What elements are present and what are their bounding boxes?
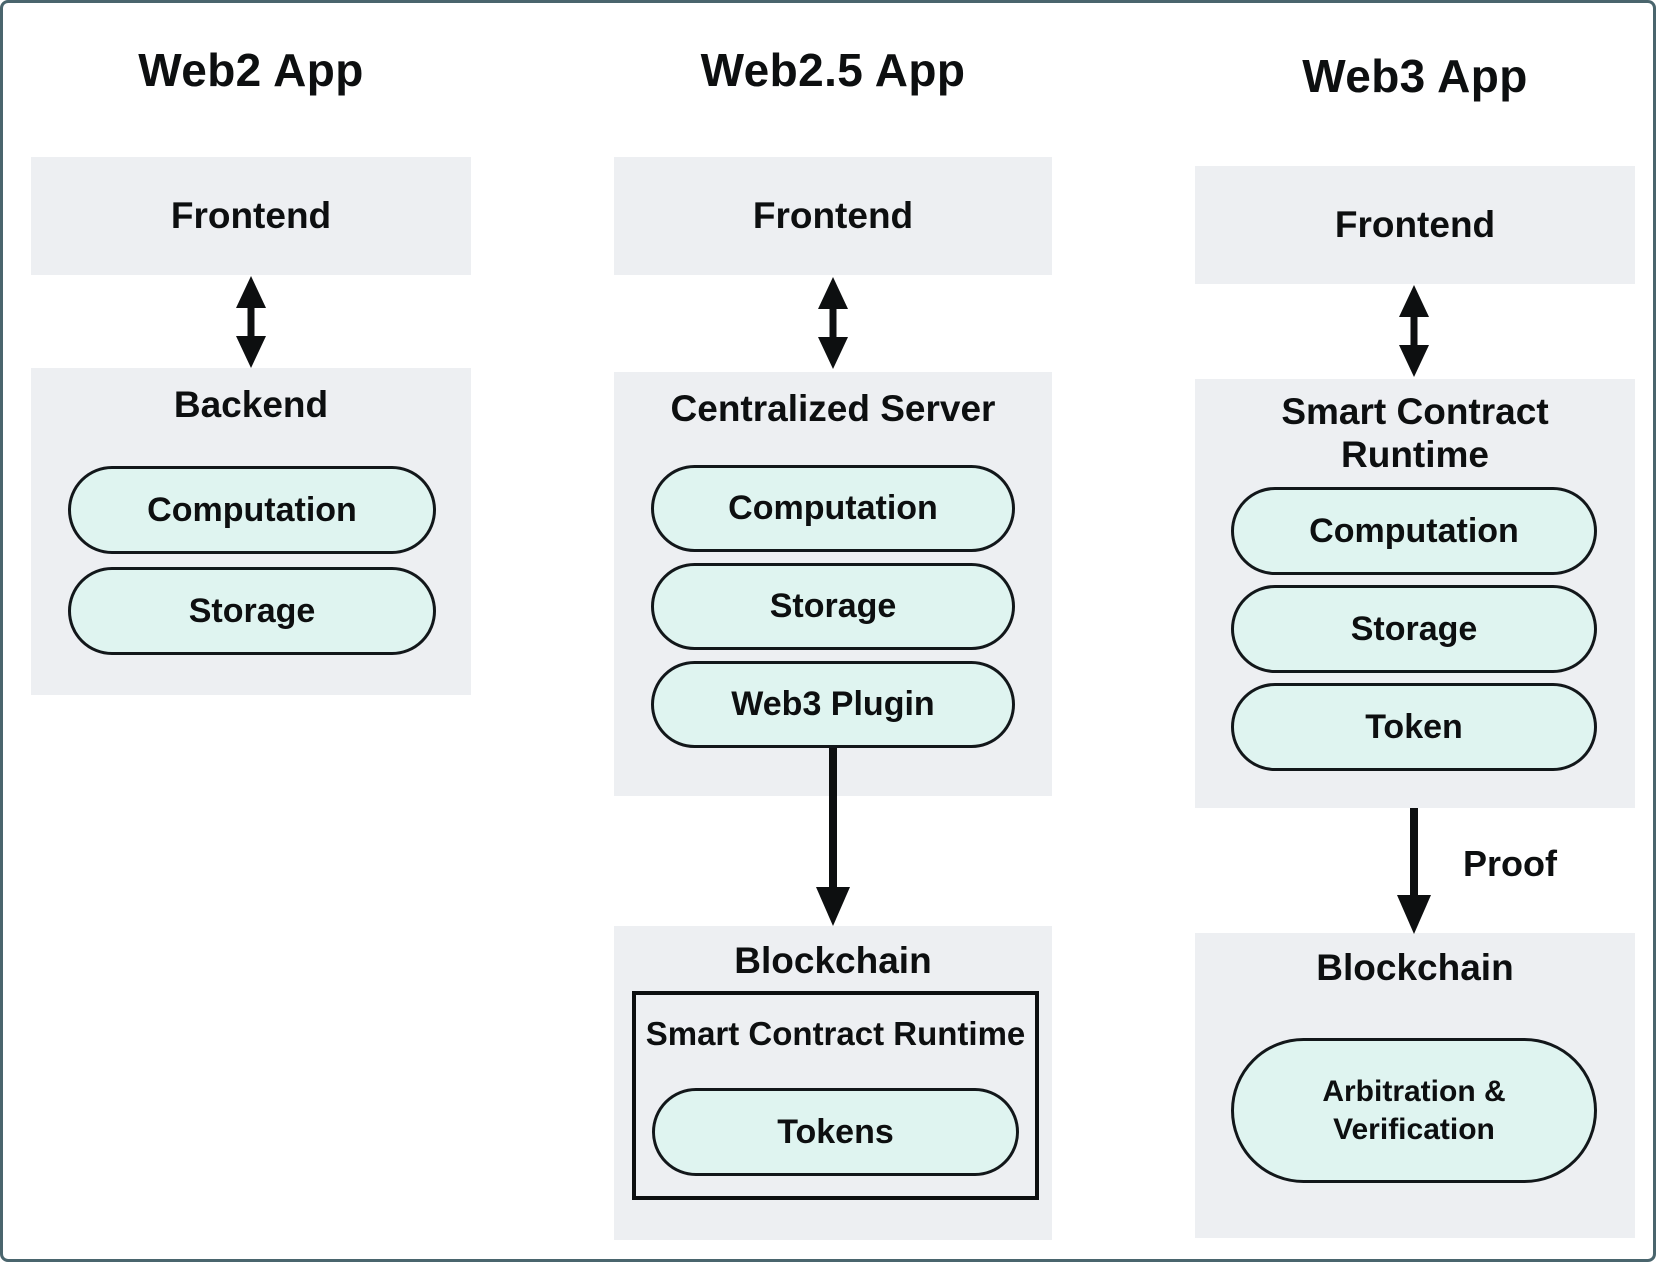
- web2-frontend-box: Frontend: [31, 157, 471, 275]
- web3-token-pill: Token: [1231, 683, 1597, 771]
- web25-down-arrow-icon: [816, 748, 850, 926]
- web25-centralized-server-title: Centralized Server: [670, 388, 996, 429]
- web25-bidirectional-arrow-icon: [818, 277, 848, 369]
- web2-computation-pill: Computation: [68, 466, 436, 554]
- web3-smart-contract-runtime-box: Smart Contract Runtime Computation Stora…: [1195, 379, 1635, 808]
- web25-computation-pill: Computation: [651, 465, 1015, 552]
- web25-frontend-box: Frontend: [614, 157, 1052, 275]
- proof-label: Proof: [1463, 843, 1557, 884]
- web3-storage-pill: Storage: [1231, 585, 1597, 673]
- web3-frontend-label: Frontend: [1334, 204, 1496, 245]
- web25-blockchain-box: Blockchain Smart Contract Runtime Tokens: [614, 926, 1052, 1240]
- web3-blockchain-title: Blockchain: [1316, 947, 1514, 988]
- web2-frontend-label: Frontend: [170, 195, 332, 236]
- column-title-web2: Web2 App: [138, 44, 364, 96]
- web25-storage-pill: Storage: [651, 563, 1015, 650]
- web2-bidirectional-arrow-icon: [236, 276, 266, 368]
- web25-smart-contract-runtime-title: Smart Contract Runtime: [645, 1015, 1026, 1052]
- web3-bidirectional-arrow-icon: [1399, 285, 1429, 377]
- web3-frontend-box: Frontend: [1195, 166, 1635, 284]
- web25-frontend-label: Frontend: [752, 195, 914, 236]
- web25-tokens-pill: Tokens: [652, 1088, 1019, 1176]
- web25-blockchain-title: Blockchain: [734, 940, 932, 981]
- web25-centralized-server-box: Centralized Server Computation Storage W…: [614, 372, 1052, 796]
- web3-proof-down-arrow-icon: [1397, 808, 1431, 934]
- column-title-web3: Web3 App: [1302, 50, 1528, 102]
- web2-backend-box: Backend Computation Storage: [31, 368, 471, 695]
- web2-backend-title: Backend: [173, 384, 329, 425]
- web2-storage-pill: Storage: [68, 567, 436, 655]
- column-title-web25: Web2.5 App: [700, 44, 966, 96]
- web3-arbitration-verification-pill: Arbitration & Verification: [1231, 1038, 1597, 1183]
- web25-smart-contract-runtime-box: Smart Contract Runtime Tokens: [632, 991, 1039, 1200]
- web3-smart-contract-runtime-title: Smart Contract Runtime: [1281, 391, 1549, 475]
- web25-web3-plugin-pill: Web3 Plugin: [651, 661, 1015, 748]
- web3-computation-pill: Computation: [1231, 487, 1597, 575]
- web3-blockchain-box: Blockchain Arbitration & Verification: [1195, 933, 1635, 1238]
